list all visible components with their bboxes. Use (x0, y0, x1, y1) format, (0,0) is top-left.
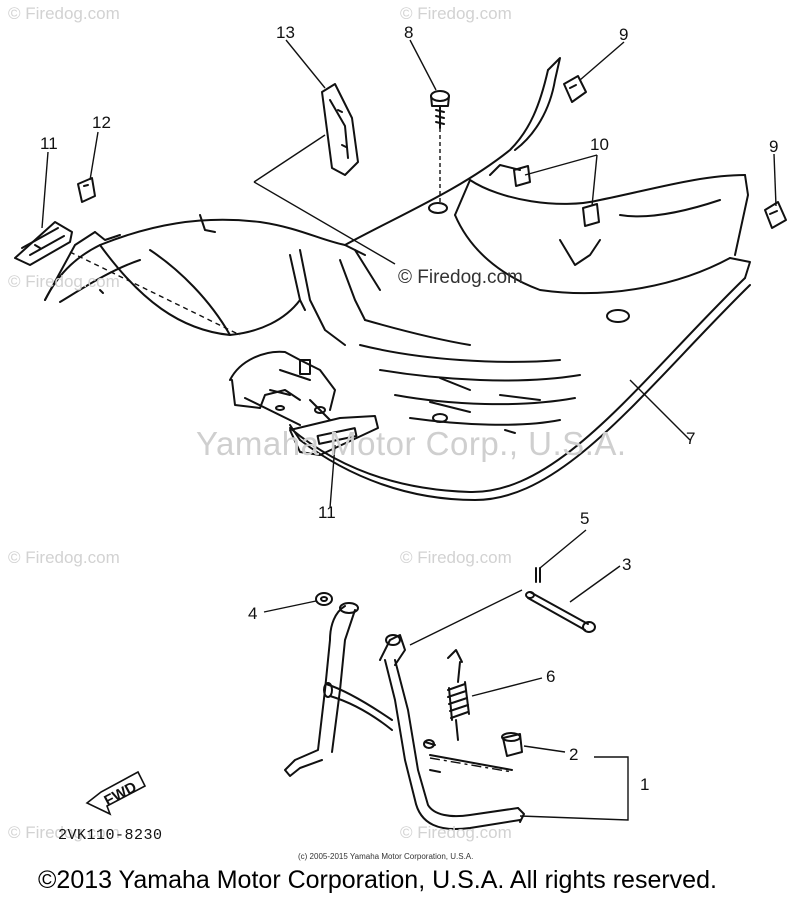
leader-lines (41, 39, 777, 821)
nut-part-10-a (513, 165, 531, 187)
cushion-part-2 (501, 732, 523, 757)
callout-13: 12 (92, 113, 111, 132)
leg-shield-inner-panel (44, 214, 346, 441)
small-copyright: (c) 2005-2015 Yamaha Motor Corporation, … (298, 852, 474, 861)
clip-part-9-right (764, 201, 787, 229)
floor-board-part-7 (289, 57, 751, 501)
spring-part-6 (447, 649, 470, 741)
clip-part-9-upper (563, 75, 587, 103)
watermark-firedog: © Firedog.com (8, 4, 120, 23)
washer-part-4 (315, 592, 333, 606)
callout-3: 3 (622, 555, 632, 574)
callout-6: 6 (546, 667, 556, 686)
callout-7: 7 (686, 429, 696, 448)
callout-9: 9 (769, 137, 779, 156)
watermark-firedog: © Firedog.com (400, 823, 512, 842)
callout-5: 5 (580, 509, 590, 528)
watermark-firedog-center: © Firedog.com (398, 267, 523, 288)
cover-part-11 (289, 415, 379, 456)
callout-4: 4 (248, 604, 258, 623)
callout-2: 2 (569, 745, 579, 764)
part-code: 2VK110-8230 (58, 827, 163, 844)
center-stand-assembly (284, 602, 525, 830)
clip-part-12 (14, 221, 73, 266)
bolt-part-8 (430, 90, 450, 129)
callout-9: 9 (619, 25, 629, 44)
watermark-firedog: © Firedog.com (400, 548, 512, 567)
callout-1: 1 (640, 775, 650, 794)
fwd-label: FWD (101, 779, 139, 810)
footer-copyright: ©2013 Yamaha Motor Corporation, U.S.A. A… (38, 866, 717, 894)
watermark-yamaha: Yamaha Motor Corp., U.S.A. (196, 425, 627, 462)
callout-14: 13 (276, 23, 295, 42)
callout-8: 8 (404, 23, 414, 42)
nut-part-10-b (582, 203, 600, 227)
strip-part-14 (321, 83, 359, 176)
watermark-firedog: © Firedog.com (8, 272, 120, 291)
watermark-firedog: © Firedog.com (400, 4, 512, 23)
callout-10: 10 (590, 135, 609, 154)
pin-part-5 (535, 567, 541, 583)
watermark-firedog: © Firedog.com (8, 548, 120, 567)
fwd-arrow: FWD (85, 770, 147, 816)
callout-12: 11 (40, 134, 58, 153)
nut-part-13 (77, 177, 96, 203)
shaft-part-3 (525, 591, 596, 633)
callout-11: 11 (318, 503, 336, 522)
watermark-firedog: © Firedog.com (8, 823, 120, 842)
